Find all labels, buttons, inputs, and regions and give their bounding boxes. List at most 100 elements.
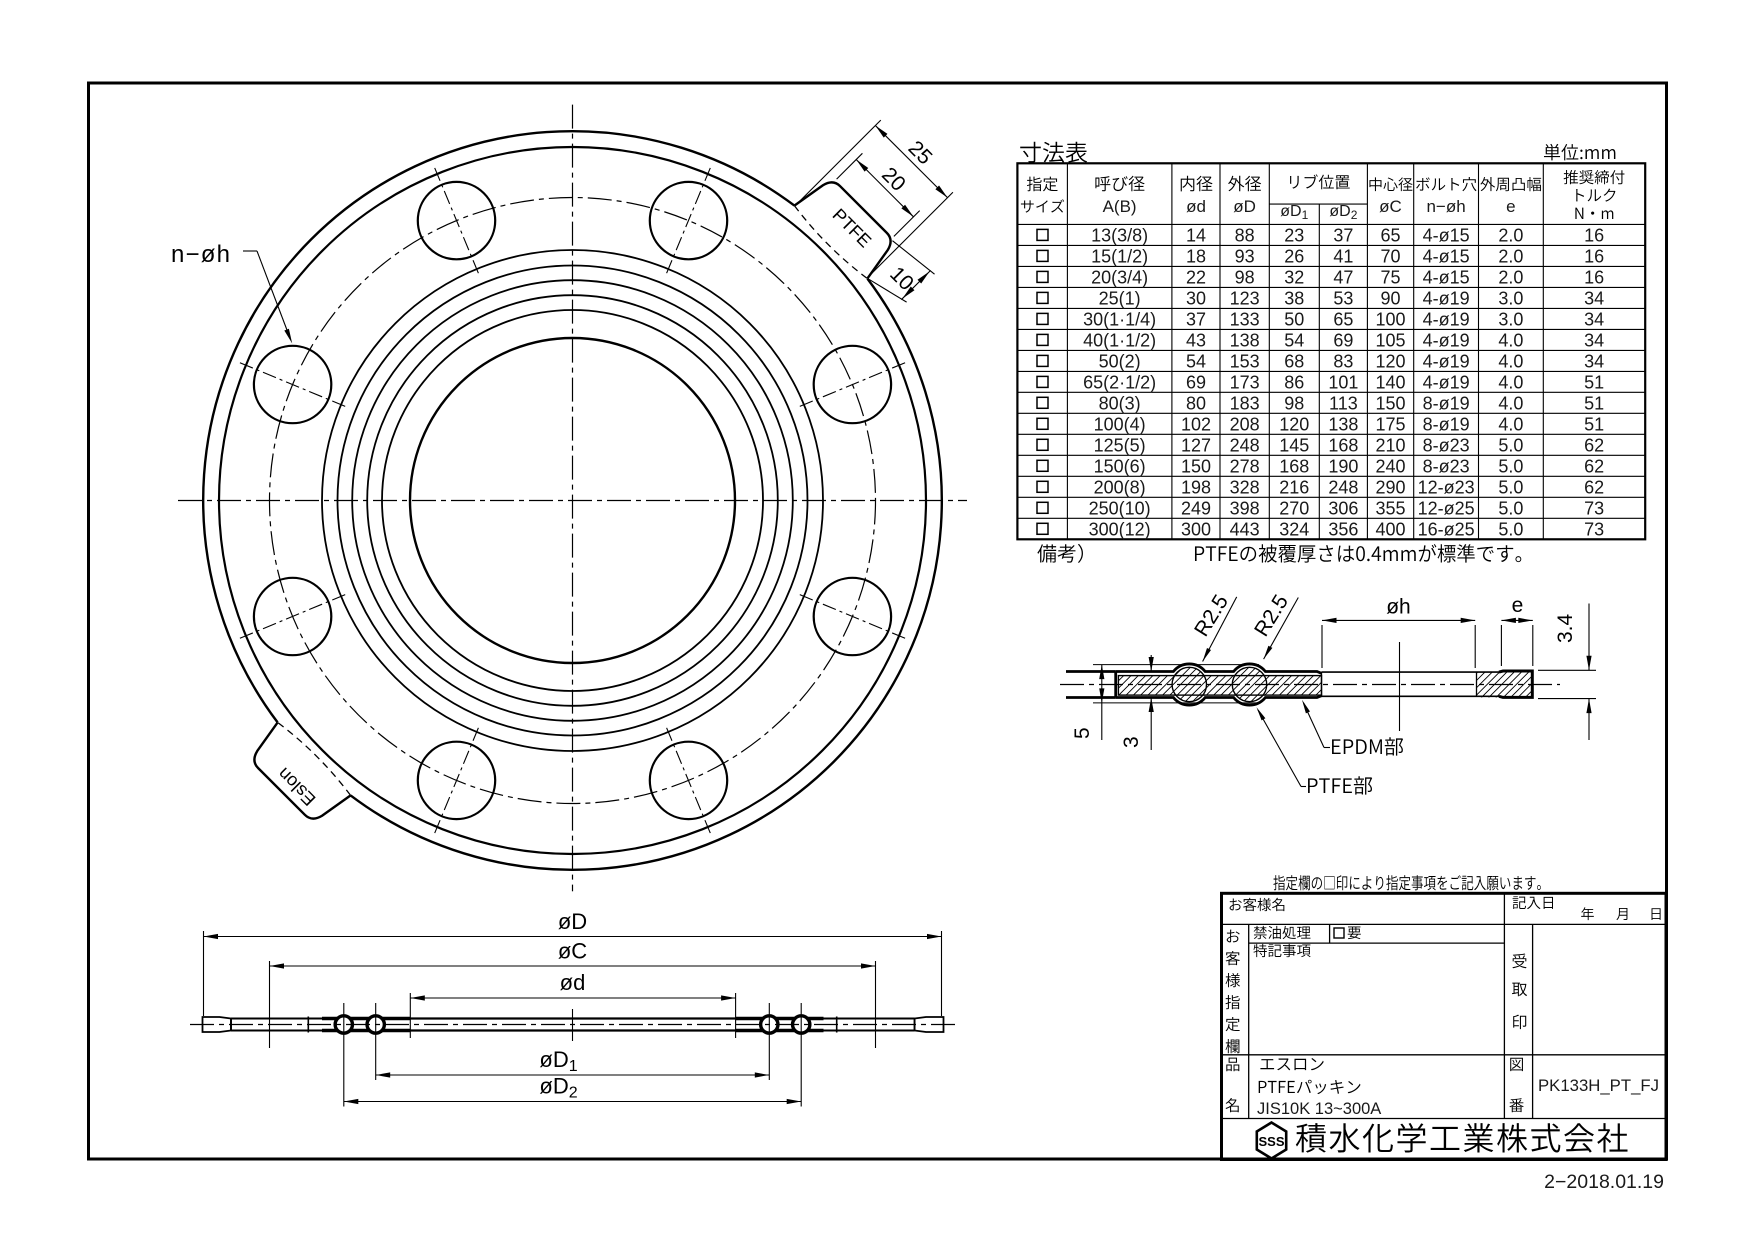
svg-text:150: 150 xyxy=(1181,456,1211,476)
svg-text:150(6): 150(6) xyxy=(1094,456,1146,476)
svg-text:50: 50 xyxy=(1284,309,1304,329)
svg-text:51: 51 xyxy=(1584,372,1604,392)
svg-text:328: 328 xyxy=(1230,477,1260,497)
svg-text:3.0: 3.0 xyxy=(1498,309,1523,329)
svg-text:250(10): 250(10) xyxy=(1089,498,1151,518)
svg-text:JIS10K 13~300A: JIS10K 13~300A xyxy=(1257,1100,1381,1118)
svg-text:98: 98 xyxy=(1284,393,1304,413)
svg-text:83: 83 xyxy=(1333,351,1353,371)
svg-text:40(1·1/2): 40(1·1/2) xyxy=(1083,330,1156,350)
svg-text:4.0: 4.0 xyxy=(1498,330,1523,350)
svg-text:356: 356 xyxy=(1328,519,1358,539)
svg-text:4-ø19: 4-ø19 xyxy=(1423,372,1470,392)
svg-text:5.0: 5.0 xyxy=(1498,477,1523,497)
svg-text:3: 3 xyxy=(1120,736,1143,748)
svg-text:80(3): 80(3) xyxy=(1099,393,1141,413)
svg-text:13(3/8): 13(3/8) xyxy=(1091,225,1148,245)
svg-text:65: 65 xyxy=(1333,309,1353,329)
svg-text:30: 30 xyxy=(1186,288,1206,308)
svg-text:37: 37 xyxy=(1333,225,1353,245)
svg-text:65: 65 xyxy=(1380,225,1400,245)
svg-text:4-ø15: 4-ø15 xyxy=(1423,267,1470,287)
svg-text:5.0: 5.0 xyxy=(1498,435,1523,455)
svg-text:183: 183 xyxy=(1230,393,1260,413)
svg-text:270: 270 xyxy=(1279,498,1309,518)
svg-text:øD1: øD1 xyxy=(1280,203,1308,222)
svg-text:37: 37 xyxy=(1186,309,1206,329)
svg-text:5.0: 5.0 xyxy=(1498,498,1523,518)
svg-text:øC: øC xyxy=(1379,197,1402,216)
svg-text:øD2: øD2 xyxy=(1329,203,1357,222)
svg-text:70: 70 xyxy=(1380,246,1400,266)
svg-text:øD: øD xyxy=(1233,197,1256,216)
svg-text:248: 248 xyxy=(1328,477,1358,497)
svg-text:ød: ød xyxy=(560,970,586,995)
svg-text:300(12): 300(12) xyxy=(1089,519,1151,539)
svg-text:5: 5 xyxy=(1071,727,1094,739)
svg-text:øh: øh xyxy=(1386,596,1411,619)
svg-text:400: 400 xyxy=(1375,519,1405,539)
svg-text:69: 69 xyxy=(1333,330,1353,350)
svg-text:93: 93 xyxy=(1235,246,1255,266)
svg-text:105: 105 xyxy=(1375,330,1405,350)
svg-text:ød: ød xyxy=(1186,197,1206,216)
svg-text:120: 120 xyxy=(1279,414,1309,434)
svg-text:4-ø15: 4-ø15 xyxy=(1423,225,1470,245)
svg-text:138: 138 xyxy=(1230,330,1260,350)
svg-text:62: 62 xyxy=(1584,477,1604,497)
svg-text:8-ø19: 8-ø19 xyxy=(1423,414,1470,434)
svg-text:51: 51 xyxy=(1584,414,1604,434)
svg-text:3.4: 3.4 xyxy=(1554,613,1577,643)
svg-text:100: 100 xyxy=(1375,309,1405,329)
svg-text:12-ø25: 12-ø25 xyxy=(1418,498,1475,518)
svg-text:34: 34 xyxy=(1584,351,1604,371)
svg-text:43: 43 xyxy=(1186,330,1206,350)
svg-text:2.0: 2.0 xyxy=(1498,267,1523,287)
svg-text:54: 54 xyxy=(1284,330,1304,350)
svg-text:3.0: 3.0 xyxy=(1498,288,1523,308)
svg-text:101: 101 xyxy=(1328,372,1358,392)
svg-text:18: 18 xyxy=(1186,246,1206,266)
svg-text:20(3/4): 20(3/4) xyxy=(1091,267,1148,287)
svg-text:34: 34 xyxy=(1584,288,1604,308)
svg-text:198: 198 xyxy=(1181,477,1211,497)
svg-text:153: 153 xyxy=(1230,351,1260,371)
svg-text:e: e xyxy=(1512,594,1524,617)
svg-text:PK133H_PT_FJ: PK133H_PT_FJ xyxy=(1538,1076,1659,1095)
svg-text:SSS: SSS xyxy=(1258,1134,1284,1149)
svg-text:50(2): 50(2) xyxy=(1099,351,1141,371)
svg-text:355: 355 xyxy=(1375,498,1405,518)
svg-text:2.0: 2.0 xyxy=(1498,225,1523,245)
svg-text:4.0: 4.0 xyxy=(1498,351,1523,371)
svg-text:16-ø25: 16-ø25 xyxy=(1418,519,1475,539)
svg-text:102: 102 xyxy=(1181,414,1211,434)
svg-text:68: 68 xyxy=(1284,351,1304,371)
svg-text:73: 73 xyxy=(1584,519,1604,539)
svg-text:n−øh: n−øh xyxy=(171,241,231,268)
svg-text:69: 69 xyxy=(1186,372,1206,392)
svg-text:n−øh: n−øh xyxy=(1426,197,1465,216)
svg-text:140: 140 xyxy=(1375,372,1405,392)
svg-text:4-ø19: 4-ø19 xyxy=(1423,288,1470,308)
svg-text:168: 168 xyxy=(1328,435,1358,455)
svg-text:4.0: 4.0 xyxy=(1498,393,1523,413)
svg-text:A(B): A(B) xyxy=(1103,197,1137,216)
svg-text:113: 113 xyxy=(1329,393,1358,413)
svg-text:34: 34 xyxy=(1584,330,1604,350)
svg-text:8-ø19: 8-ø19 xyxy=(1423,393,1470,413)
svg-text:278: 278 xyxy=(1230,456,1260,476)
svg-text:8-ø23: 8-ø23 xyxy=(1423,435,1470,455)
svg-text:4-ø19: 4-ø19 xyxy=(1423,351,1470,371)
svg-text:4-ø15: 4-ø15 xyxy=(1423,246,1470,266)
svg-text:4.0: 4.0 xyxy=(1498,414,1523,434)
svg-text:125(5): 125(5) xyxy=(1094,435,1146,455)
svg-text:443: 443 xyxy=(1230,519,1260,539)
svg-text:324: 324 xyxy=(1279,519,1309,539)
svg-text:16: 16 xyxy=(1584,225,1604,245)
svg-text:190: 190 xyxy=(1328,456,1358,476)
svg-text:249: 249 xyxy=(1181,498,1211,518)
svg-text:4-ø19: 4-ø19 xyxy=(1423,330,1470,350)
svg-text:200(8): 200(8) xyxy=(1094,477,1146,497)
svg-text:88: 88 xyxy=(1235,225,1255,245)
svg-text:38: 38 xyxy=(1284,288,1304,308)
